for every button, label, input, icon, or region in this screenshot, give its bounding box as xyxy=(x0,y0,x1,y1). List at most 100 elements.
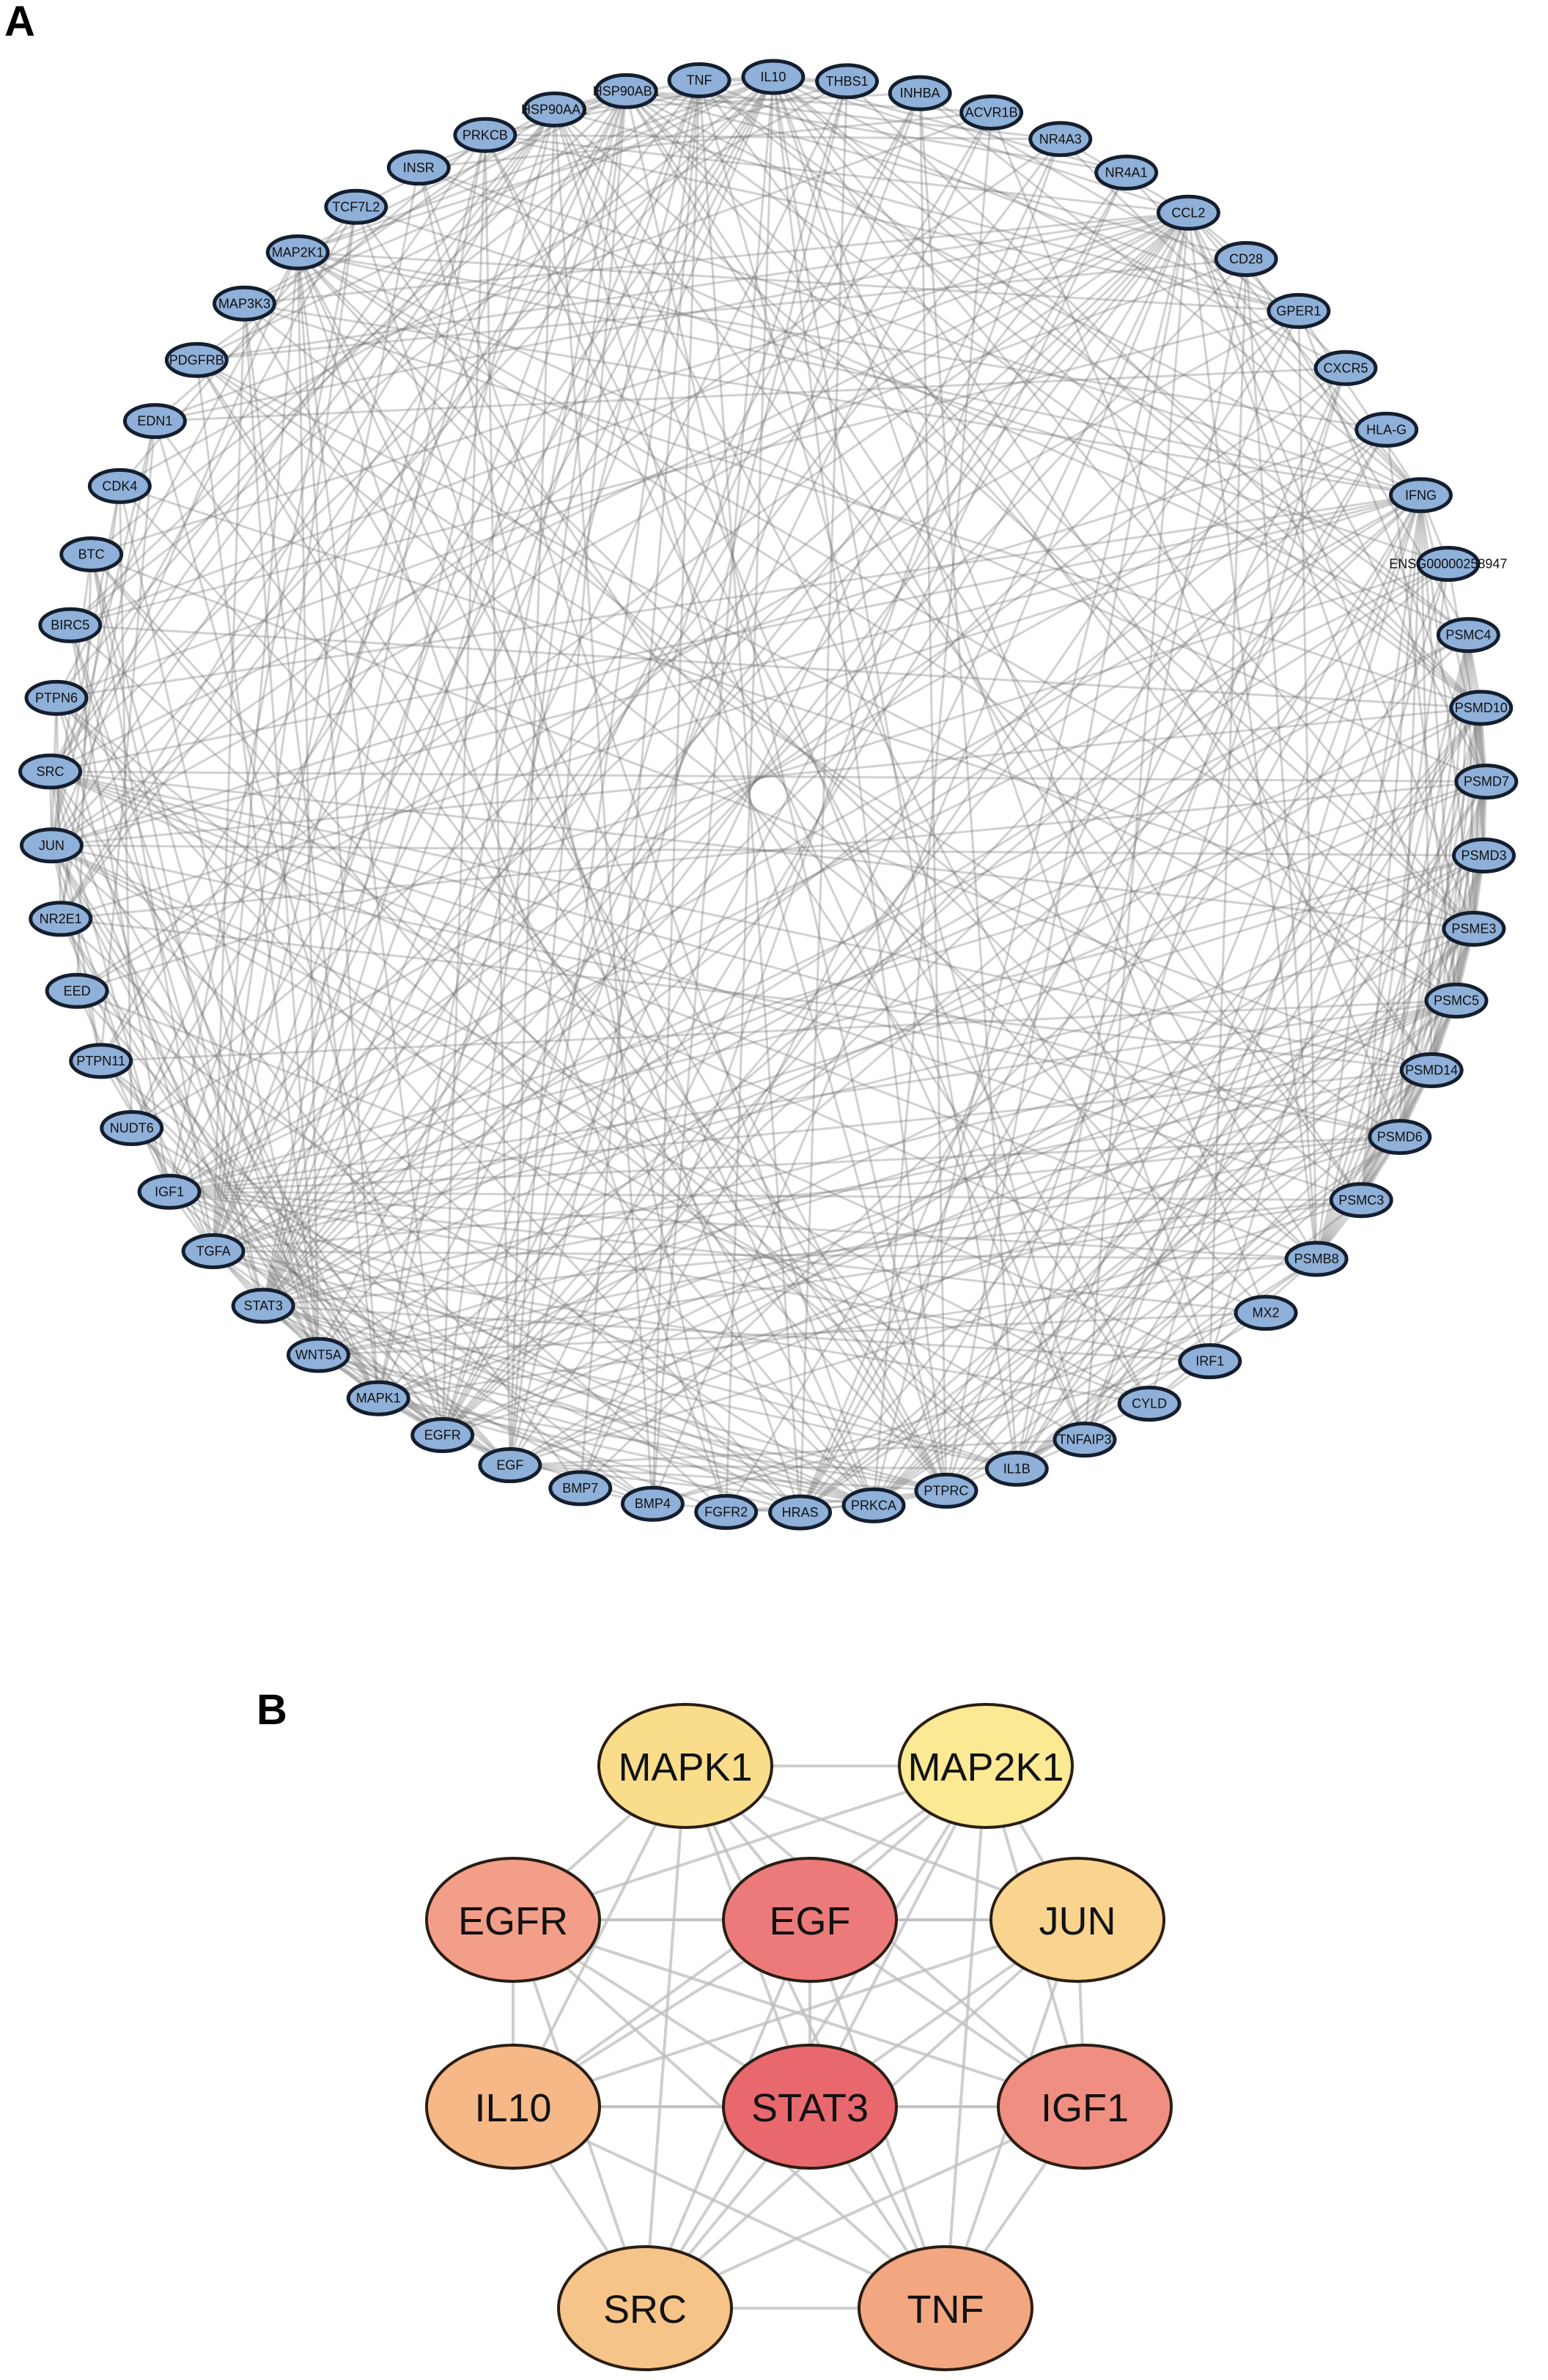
node-cxcr5[interactable]: CXCR5 xyxy=(1313,350,1378,386)
edge-PSMC5-MAPK1 xyxy=(377,999,1457,1400)
edge-NR4A1-STAT3 xyxy=(262,171,1127,1307)
node-ptprc[interactable]: PTPRC xyxy=(914,1472,978,1509)
node-egfr[interactable]: EGFR xyxy=(410,1417,475,1454)
edge-TNF-GPER1 xyxy=(699,79,1300,312)
node-il10[interactable]: IL10 xyxy=(741,59,806,95)
edge-PSMC5-MAP2K1 xyxy=(297,251,1457,1002)
edge-PSMC3-IGF1 xyxy=(169,1190,1362,1202)
node-psmc5[interactable]: PSMC5 xyxy=(1424,982,1489,1019)
node-ptpn11[interactable]: PTPN11 xyxy=(69,1043,133,1079)
hub-node-tnf[interactable]: TNF xyxy=(858,2245,1033,2371)
node-thbs1[interactable]: THBS1 xyxy=(815,63,880,100)
hub-node-il10[interactable]: IL10 xyxy=(425,2044,601,2170)
edge-IL10-MAP2K1 xyxy=(297,75,774,254)
edge-PSME3-PTPRC xyxy=(945,928,1475,1492)
edge-IL1B-BIRC5 xyxy=(69,624,1018,1470)
node-prkcb[interactable]: PRKCB xyxy=(453,117,517,153)
node-mapk1[interactable]: MAPK1 xyxy=(346,1380,410,1416)
node-label: HLA-G xyxy=(1366,422,1407,437)
node-tnf[interactable]: TNF xyxy=(667,62,731,99)
edge-GPER1-EED xyxy=(76,310,1300,992)
node-psmd3[interactable]: PSMD3 xyxy=(1452,837,1516,873)
node-btc[interactable]: BTC xyxy=(59,536,124,573)
node-cyld[interactable]: CYLD xyxy=(1117,1386,1182,1422)
hub-node-label: STAT3 xyxy=(751,2086,869,2130)
node-nr4a1[interactable]: NR4A1 xyxy=(1094,155,1159,191)
node-psmd14[interactable]: PSMD14 xyxy=(1399,1052,1464,1089)
edge-ACVR1B-PSMD6 xyxy=(990,111,1401,1138)
node-nr2e1[interactable]: NR2E1 xyxy=(29,901,93,937)
hub-node-stat3[interactable]: STAT3 xyxy=(722,2044,898,2170)
node-insr[interactable]: INSR xyxy=(386,149,451,186)
edge-PRKCA-IGF1 xyxy=(169,1190,874,1507)
edge-CCL2-TNFAIP3 xyxy=(1083,212,1190,1440)
edge-PSMD6-SRC xyxy=(50,770,1401,1139)
edge-CD28-PTPN6 xyxy=(56,258,1247,699)
node-psmb8[interactable]: PSMB8 xyxy=(1284,1241,1349,1277)
node-hsp90aa1[interactable]: HSP90AA1 xyxy=(521,91,588,128)
node-gper1[interactable]: GPER1 xyxy=(1267,292,1331,329)
node-stat3[interactable]: STAT3 xyxy=(231,1287,295,1324)
hub-node-egfr[interactable]: EGFR xyxy=(425,1857,601,1983)
edge-HLA-G-FGFR2 xyxy=(725,429,1387,1513)
node-tcf7l2[interactable]: TCF7L2 xyxy=(324,188,388,225)
node-ifng[interactable]: IFNG xyxy=(1388,477,1453,514)
node-psmc3[interactable]: PSMC3 xyxy=(1329,1182,1393,1219)
hub-node-src[interactable]: SRC xyxy=(557,2245,733,2371)
node-psmd6[interactable]: PSMD6 xyxy=(1368,1119,1432,1156)
hub-node-mapk1[interactable]: MAPK1 xyxy=(597,1703,773,1829)
node-fgfr2[interactable]: FGFR2 xyxy=(694,1493,759,1530)
hub-node-egf[interactable]: EGF xyxy=(722,1857,898,1983)
edge-TNF-PSMD10 xyxy=(699,79,1482,709)
node-ptpn6[interactable]: PTPN6 xyxy=(24,679,89,716)
edge-PSMD14-PRKCA xyxy=(873,1069,1433,1507)
node-prkca[interactable]: PRKCA xyxy=(841,1487,906,1523)
node-src[interactable]: SRC xyxy=(18,753,83,790)
node-hla-g[interactable]: HLA-G xyxy=(1354,411,1419,448)
node-tgfa[interactable]: TGFA xyxy=(181,1232,246,1269)
edge-WNT5A-PDGFRB xyxy=(195,360,320,1356)
node-bmp4[interactable]: BMP4 xyxy=(620,1485,685,1522)
node-psmc4[interactable]: PSMC4 xyxy=(1436,617,1500,654)
hub-node-igf1[interactable]: IGF1 xyxy=(997,2044,1173,2170)
node-cdk4[interactable]: CDK4 xyxy=(87,468,152,504)
edge-IL10-BMP4 xyxy=(651,76,775,1504)
node-eed[interactable]: EED xyxy=(45,972,109,1009)
node-inhba[interactable]: INHBA xyxy=(888,75,952,111)
node-nudt6[interactable]: NUDT6 xyxy=(100,1110,164,1147)
node-acvr1b[interactable]: ACVR1B xyxy=(959,95,1024,131)
edge-TNF-NR2E1 xyxy=(59,79,701,920)
edge-CCL2-TGFA xyxy=(213,212,1190,1252)
node-bmp7[interactable]: BMP7 xyxy=(548,1470,613,1507)
hub-node-jun[interactable]: JUN xyxy=(989,1857,1165,1983)
edge-PSMD6-JUN xyxy=(51,844,1401,1139)
node-tnfaip3[interactable]: TNFAIP3 xyxy=(1053,1422,1117,1458)
node-egf[interactable]: EGF xyxy=(478,1447,542,1484)
hub-node-map2k1[interactable]: MAP2K1 xyxy=(898,1703,1074,1829)
node-psmd10[interactable]: PSMD10 xyxy=(1449,690,1514,726)
edge-PSMD3-PSMD14 xyxy=(1430,855,1485,1071)
edge-IRF1-BMP4 xyxy=(652,1360,1211,1505)
node-psmd7[interactable]: PSMD7 xyxy=(1454,764,1519,800)
node-irf1[interactable]: IRF1 xyxy=(1178,1343,1242,1380)
edge-IFNG-MAP2K1 xyxy=(297,251,1421,497)
node-wnt5a[interactable]: WNT5A xyxy=(286,1337,350,1373)
node-cd28[interactable]: CD28 xyxy=(1214,240,1278,277)
node-ccl2[interactable]: CCL2 xyxy=(1156,194,1220,231)
node-hras[interactable]: HRAS xyxy=(768,1494,833,1531)
edge-PSMD7-IL1B xyxy=(1016,780,1488,1470)
node-ensg00000258947[interactable]: ENSG00000258947 xyxy=(1389,546,1507,583)
node-psme3[interactable]: PSME3 xyxy=(1442,910,1506,947)
node-nr4a3[interactable]: NR4A3 xyxy=(1028,121,1093,158)
node-map3k3[interactable]: MAP3K3 xyxy=(212,285,276,322)
node-edn1[interactable]: EDN1 xyxy=(122,403,187,440)
node-igf1[interactable]: IGF1 xyxy=(137,1173,202,1210)
node-map2k1[interactable]: MAP2K1 xyxy=(265,234,330,270)
node-il1b[interactable]: IL1B xyxy=(984,1450,1049,1487)
node-jun[interactable]: JUN xyxy=(19,827,84,864)
node-birc5[interactable]: BIRC5 xyxy=(38,607,103,643)
node-mx2[interactable]: MX2 xyxy=(1234,1295,1298,1331)
edge-PSMC5-HRAS xyxy=(799,999,1457,1514)
node-pdgfrb[interactable]: PDGFRB xyxy=(164,341,229,378)
node-hsp90ab1[interactable]: HSP90AB1 xyxy=(593,73,660,109)
